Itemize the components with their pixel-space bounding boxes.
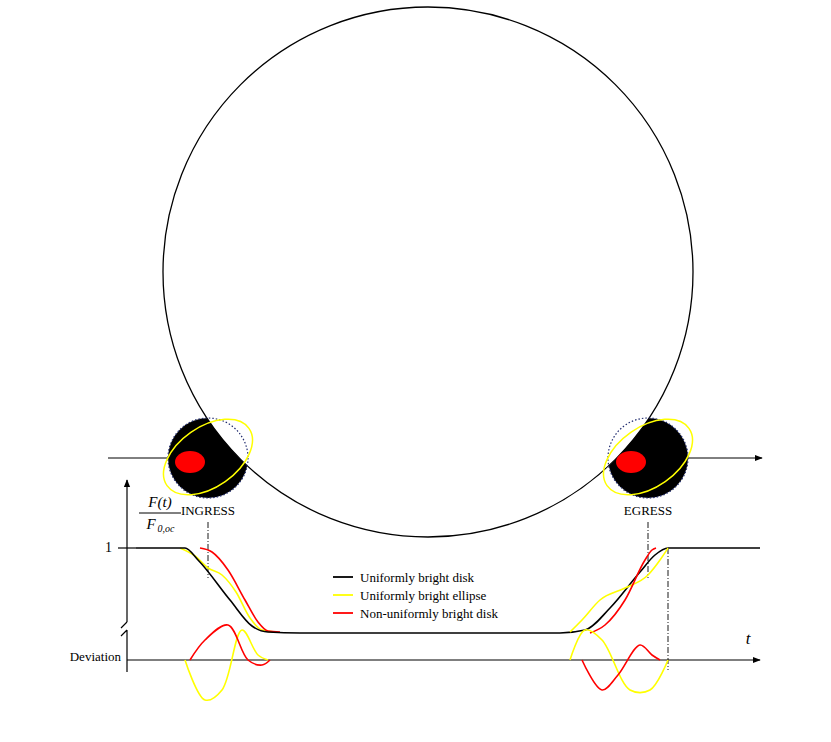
phase-label: INGRESS bbox=[181, 504, 235, 517]
flux-axis bbox=[126, 480, 127, 622]
light-curve bbox=[590, 548, 656, 633]
axis-label: t bbox=[746, 630, 751, 647]
hidden-outline bbox=[608, 418, 688, 498]
bright-spot bbox=[175, 451, 205, 473]
axis-subscript: 0,oc bbox=[158, 524, 175, 534]
fraction-bar bbox=[139, 513, 181, 514]
path-arrow bbox=[688, 458, 762, 459]
bright-spot bbox=[616, 451, 646, 473]
axis-label: Deviation bbox=[70, 650, 121, 663]
legend-sample bbox=[333, 576, 353, 578]
light-curve bbox=[136, 548, 760, 633]
light-curve bbox=[582, 645, 660, 690]
legend-text: Non-uniformly bright disk bbox=[360, 607, 498, 620]
time-axis bbox=[127, 659, 760, 660]
guide-line bbox=[668, 548, 669, 670]
legend-sample bbox=[333, 594, 353, 596]
light-curve bbox=[200, 548, 280, 632]
light-curve bbox=[180, 548, 275, 632]
axis-label: F(t) bbox=[148, 495, 171, 510]
axis-tick bbox=[118, 547, 136, 548]
guide-line bbox=[648, 522, 649, 578]
path-line bbox=[108, 458, 170, 459]
legend-text: Uniformly bright ellipse bbox=[360, 589, 486, 602]
star-disk bbox=[163, 7, 693, 537]
legend-sample bbox=[333, 612, 353, 614]
light-curve bbox=[570, 548, 668, 632]
axis-label: F bbox=[146, 517, 155, 532]
light-curve bbox=[570, 630, 668, 693]
tick-label: 1 bbox=[105, 541, 112, 555]
axis-break bbox=[121, 622, 127, 672]
legend-text: Uniformly bright disk bbox=[360, 571, 474, 584]
ellipse-outline bbox=[590, 404, 706, 511]
phase-label: EGRESS bbox=[624, 504, 672, 517]
light-curve bbox=[190, 625, 270, 665]
hidden-outline bbox=[168, 418, 248, 498]
